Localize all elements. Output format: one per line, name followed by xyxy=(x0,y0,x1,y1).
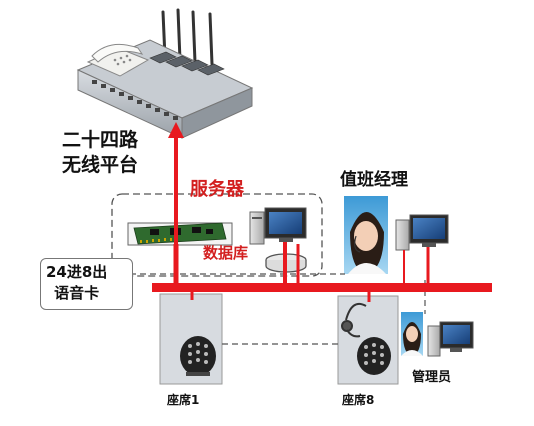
wireless-platform-label: 二十四路 无线平台 xyxy=(62,128,138,178)
server-group-frame xyxy=(111,193,323,277)
server-label: 服务器 xyxy=(190,179,244,200)
server-computer-icon xyxy=(249,207,307,245)
person-photo-icon xyxy=(344,196,388,274)
person-photo-icon xyxy=(401,312,423,356)
duty-manager-label: 值班经理 xyxy=(340,170,408,190)
telephone-icon xyxy=(86,43,150,77)
dialpad-phone-icon xyxy=(159,293,223,385)
voice-card-line-1: 24进8出 xyxy=(46,263,108,281)
desktop-computer-icon xyxy=(427,321,474,357)
wireless-gateway-icon xyxy=(76,8,254,139)
voice-card-board-icon xyxy=(127,222,233,246)
administrator-label: 管理员 xyxy=(412,370,452,385)
database-label: 数据库 xyxy=(203,244,249,262)
platform-label-line-1: 二十四路 xyxy=(62,129,139,151)
red-links xyxy=(152,122,492,302)
voice-card-box xyxy=(40,258,133,310)
desktop-computer-icon xyxy=(395,214,449,251)
seat-8-label: 座席8 xyxy=(342,393,375,407)
headset-icon xyxy=(341,302,367,338)
seat-1-label: 座席1 xyxy=(167,393,200,407)
voice-card-line-2: 语音卡 xyxy=(54,284,100,302)
voice-card-label: 24进8出 语音卡 xyxy=(46,262,107,304)
platform-label-line-2: 无线平台 xyxy=(62,154,139,176)
dialpad-phone-icon xyxy=(337,295,399,385)
